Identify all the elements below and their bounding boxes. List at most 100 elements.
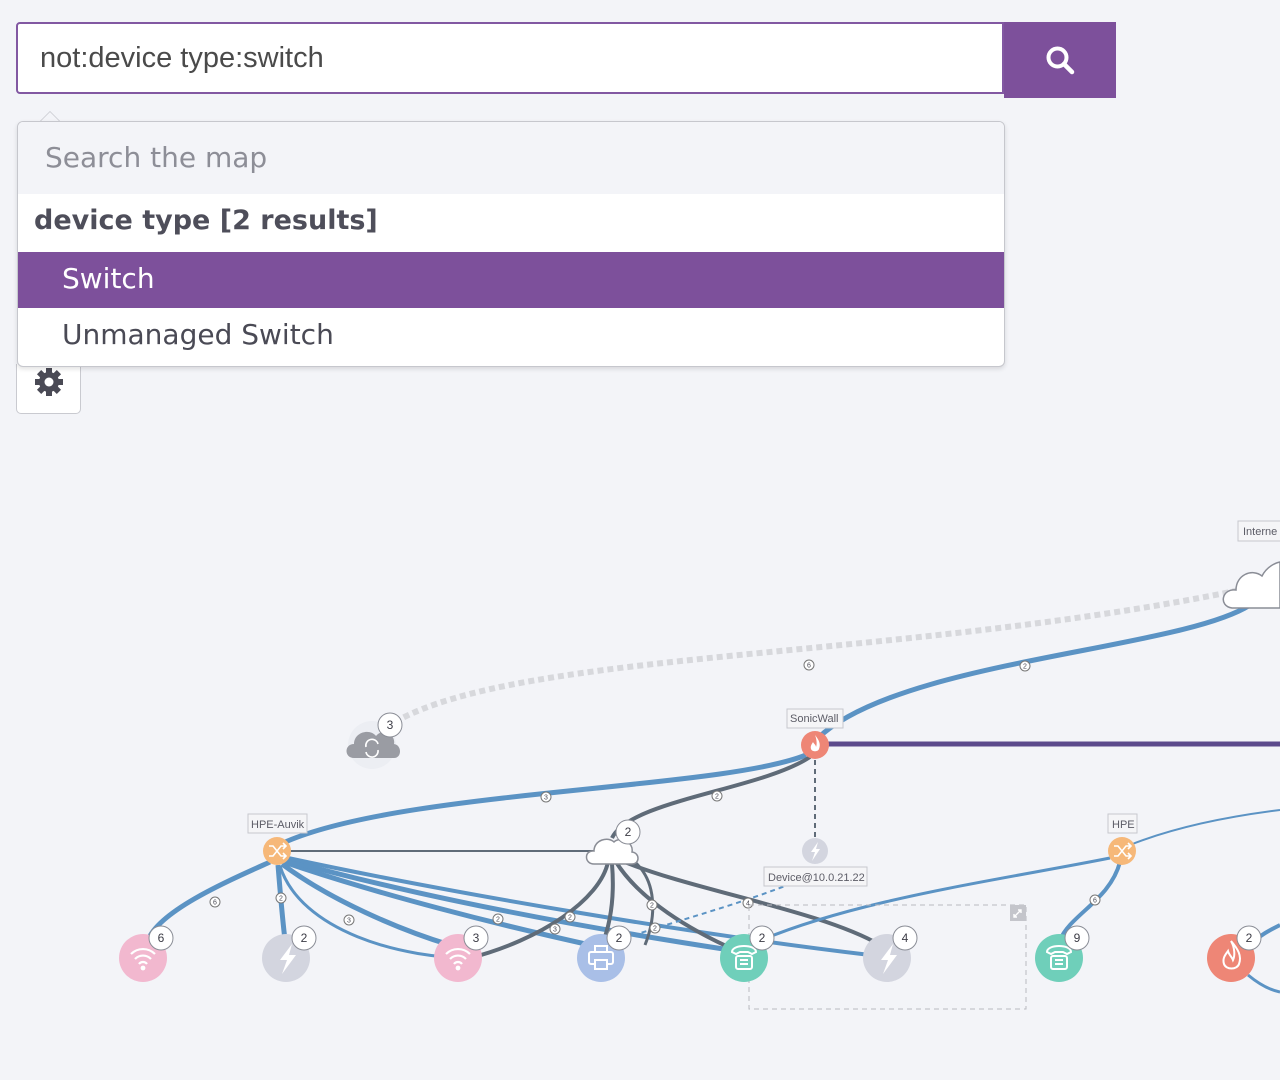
svg-text:6: 6 (213, 900, 217, 907)
svg-text:2: 2 (568, 915, 572, 922)
phone-node[interactable]: 9 (1035, 925, 1090, 982)
svg-text:2: 2 (279, 896, 283, 903)
link-count: 3 (549, 923, 561, 935)
search-input[interactable] (18, 24, 1002, 92)
hpe-node[interactable]: HPE (1107, 813, 1138, 865)
node-count-badge: 2 (616, 931, 623, 945)
link-internet-sonicwall (816, 602, 1252, 740)
wifi-icon (445, 947, 471, 965)
node-count-badge: 4 (902, 931, 909, 945)
map-links (145, 587, 1280, 994)
svg-text:2: 2 (496, 917, 500, 924)
svg-text:3: 3 (347, 918, 351, 925)
search-button[interactable] (1004, 22, 1116, 98)
cloud-icon (1222, 561, 1280, 609)
cloud-icon (585, 838, 639, 865)
node-count-badge: 2 (1246, 931, 1253, 945)
unknown-device-node[interactable]: 2 (262, 925, 317, 982)
link-count: 2 (275, 892, 287, 904)
phone-icon (730, 945, 758, 970)
svg-text:3: 3 (553, 927, 557, 934)
svg-text:6: 6 (807, 663, 811, 670)
node-count-badge: 9 (1074, 931, 1081, 945)
result-group-header: device type [2 results] (34, 205, 378, 236)
collapse-icon[interactable] (1010, 905, 1026, 921)
bolt-icon (280, 944, 296, 974)
result-item-switch[interactable]: Switch (18, 252, 1004, 308)
link-count: 2 (649, 922, 661, 934)
link-hpeauvik-phone1 (285, 857, 731, 953)
link-internet-cloud-dotted (393, 587, 1241, 725)
search-bar[interactable] (16, 22, 1004, 94)
node-count-badge: 6 (158, 931, 165, 945)
result-item-unmanaged-switch[interactable]: Unmanaged Switch (62, 318, 334, 351)
link-count: 6 (209, 896, 221, 908)
link-count: 6 (1089, 894, 1101, 906)
link-count: 2 (1019, 660, 1031, 672)
internet-label: Interne (1243, 526, 1277, 538)
phone-icon (1045, 945, 1073, 970)
hpe-label: HPE (1112, 819, 1135, 831)
link-hpeauvik-wifi2 (280, 861, 451, 948)
svg-text:3: 3 (544, 795, 548, 802)
printer-node[interactable]: 2 (577, 925, 632, 982)
device-group-box[interactable] (748, 904, 1027, 1010)
firewall-node[interactable]: 2 (1207, 925, 1262, 982)
link-hpeauvik-bolt2 (287, 856, 871, 957)
unknown-device-node[interactable]: 4 (863, 925, 918, 982)
svg-text:4: 4 (746, 901, 750, 908)
sonicwall-node[interactable]: SonicWall (786, 708, 844, 759)
svg-text:6: 6 (1093, 898, 1097, 905)
search-icon (1046, 46, 1075, 75)
link-count: 2 (492, 913, 504, 925)
node-count-badge: 2 (625, 825, 632, 839)
settings-button[interactable] (16, 364, 81, 414)
node-count-badge: 3 (387, 718, 394, 732)
phone-node[interactable]: 2 (720, 925, 775, 982)
flame-icon (810, 735, 820, 752)
search-hint: Search the map (18, 122, 1004, 194)
link-count: 2 (711, 790, 723, 802)
node-count-badge: 3 (473, 931, 480, 945)
sync-cloud-icon (346, 731, 400, 758)
gear-icon (34, 368, 63, 396)
svg-text:2: 2 (650, 903, 654, 910)
link-hpe-east (1129, 809, 1280, 846)
link-fire-curve (1247, 973, 1280, 994)
link-count: 3 (343, 914, 355, 926)
link-sonicwall-hpeauvik (281, 752, 807, 846)
search-suggestions: Search the map device type [2 results] S… (17, 121, 1005, 367)
hpe-auvik-label: HPE-Auvik (251, 819, 305, 831)
svg-text:2: 2 (653, 926, 657, 933)
hpe-auvik-node[interactable]: HPE-Auvik (247, 813, 308, 865)
link-hpe-west (749, 856, 1111, 947)
center-cloud-node[interactable]: 2 (585, 819, 641, 865)
link-hpeauvik-printer (283, 859, 591, 948)
wifi-icon (130, 947, 156, 965)
link-count: 4 (742, 897, 754, 909)
svg-text:2: 2 (1023, 664, 1027, 671)
wifi-node[interactable]: 3 (434, 925, 489, 982)
sync-cloud-node[interactable]: 3 (346, 712, 403, 769)
device-label: Device@10.0.21.22 (768, 872, 865, 884)
link-sonicwall-cloud (610, 755, 812, 840)
link-count: 3 (540, 791, 552, 803)
printer-icon (588, 945, 614, 970)
shuffle-icon (1114, 842, 1133, 860)
device-node[interactable]: Device@10.0.21.22 (763, 838, 868, 887)
bolt-icon (881, 944, 897, 974)
link-hpe-phone2 (1058, 861, 1122, 941)
link-count: 6 (803, 659, 815, 671)
bolt-icon (811, 842, 820, 861)
link-cloud-bolt2 (619, 858, 882, 947)
svg-text:2: 2 (715, 794, 719, 801)
flame-icon (1222, 940, 1241, 970)
link-count: 2 (646, 899, 658, 911)
internet-node[interactable]: Interne (1222, 520, 1280, 609)
link-cloud-wifi2 (469, 861, 610, 960)
wifi-node[interactable]: 6 (119, 925, 174, 982)
node-count-badge: 2 (759, 931, 766, 945)
link-cloud-phone1 (614, 860, 736, 952)
link-count-bubbles: 6 2 3 2 6 2 3 2 2 3 2 2 4 6 (209, 659, 1101, 935)
